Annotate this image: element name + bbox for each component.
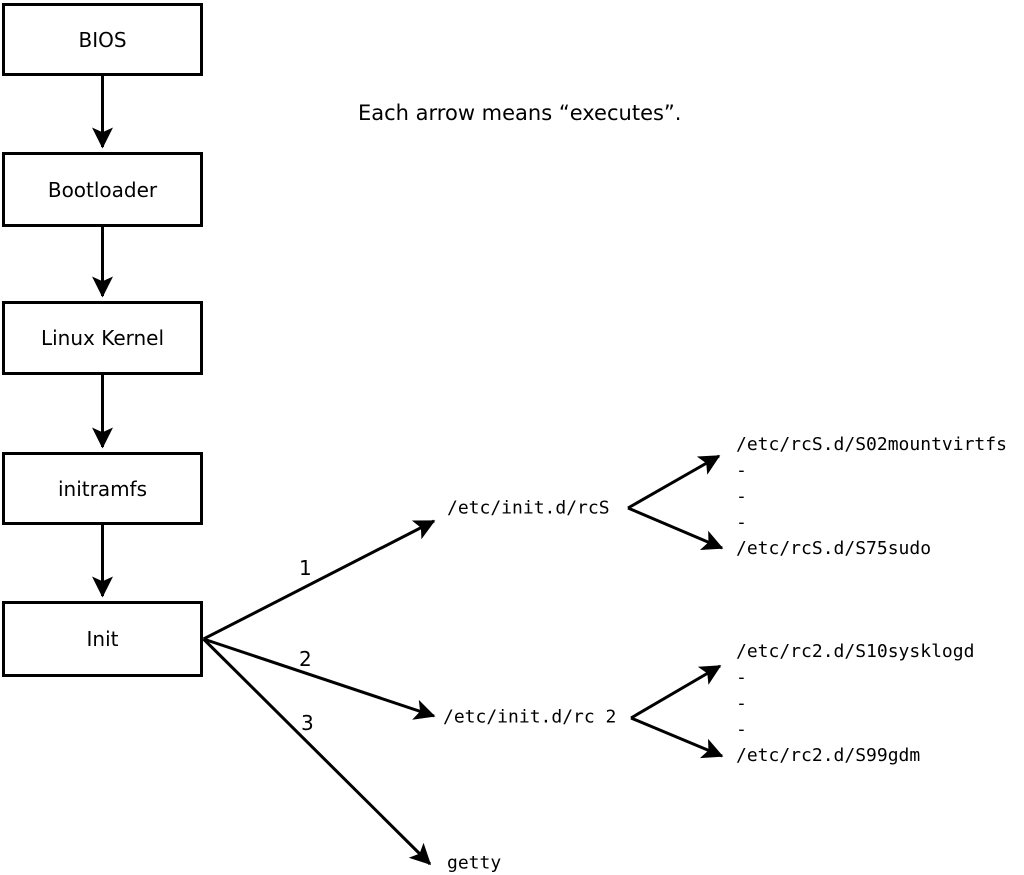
- label-etc-init-d-rc2: /etc/init.d/rc 2: [443, 706, 617, 728]
- rc2-script-list: /etc/rc2.d/S10sysklogd - - - /etc/rc2.d/…: [736, 639, 974, 769]
- list-item: -: [736, 719, 747, 740]
- arrow-rc2-to-s10sysklogd: [630, 664, 722, 720]
- edge-label-3: 3: [301, 711, 314, 735]
- node-bios-label: BIOS: [78, 27, 127, 52]
- arrow-init-to-getty: [202, 637, 432, 866]
- node-init: Init: [2, 601, 203, 677]
- list-item: -: [736, 667, 747, 688]
- arrow-rc2-to-s99gdm: [630, 716, 724, 759]
- list-item: /etc/rcS.d/S02mountvirtfs: [736, 434, 1007, 455]
- node-init-label: Init: [86, 627, 119, 651]
- arrow-rcs-to-s75sudo: [627, 506, 724, 551]
- node-bootloader: Bootloader: [2, 152, 203, 227]
- list-item: /etc/rcS.d/S75sudo: [736, 538, 932, 559]
- node-bootloader-label: Bootloader: [47, 177, 158, 202]
- node-initramfs-label: initramfs: [57, 476, 148, 501]
- node-bios: BIOS: [2, 3, 203, 76]
- list-item: -: [736, 512, 747, 533]
- node-initramfs: initramfs: [2, 452, 203, 525]
- rcs-script-list: /etc/rcS.d/S02mountvirtfs - - - /etc/rcS…: [736, 432, 1007, 562]
- node-linux-kernel: Linux Kernel: [2, 301, 203, 375]
- list-item: /etc/rc2.d/S99gdm: [736, 745, 921, 766]
- arrow-rcs-to-s02mountvirtfs: [627, 454, 721, 510]
- list-item: /etc/rc2.d/S10sysklogd: [736, 641, 975, 662]
- list-item: -: [736, 460, 747, 481]
- label-etc-init-d-rcs: /etc/init.d/rcS: [447, 497, 610, 519]
- arrow-init-to-rc2: [203, 637, 436, 720]
- node-linux-kernel-label: Linux Kernel: [40, 326, 165, 350]
- list-item: -: [736, 693, 747, 714]
- label-getty: getty: [447, 852, 502, 874]
- edge-label-1: 1: [299, 556, 312, 580]
- arrow-init-to-rcs: [202, 519, 436, 641]
- list-item: -: [736, 486, 747, 507]
- caption-arrow-meaning: Each arrow means “executes”.: [358, 101, 682, 125]
- edge-label-2: 2: [299, 647, 312, 671]
